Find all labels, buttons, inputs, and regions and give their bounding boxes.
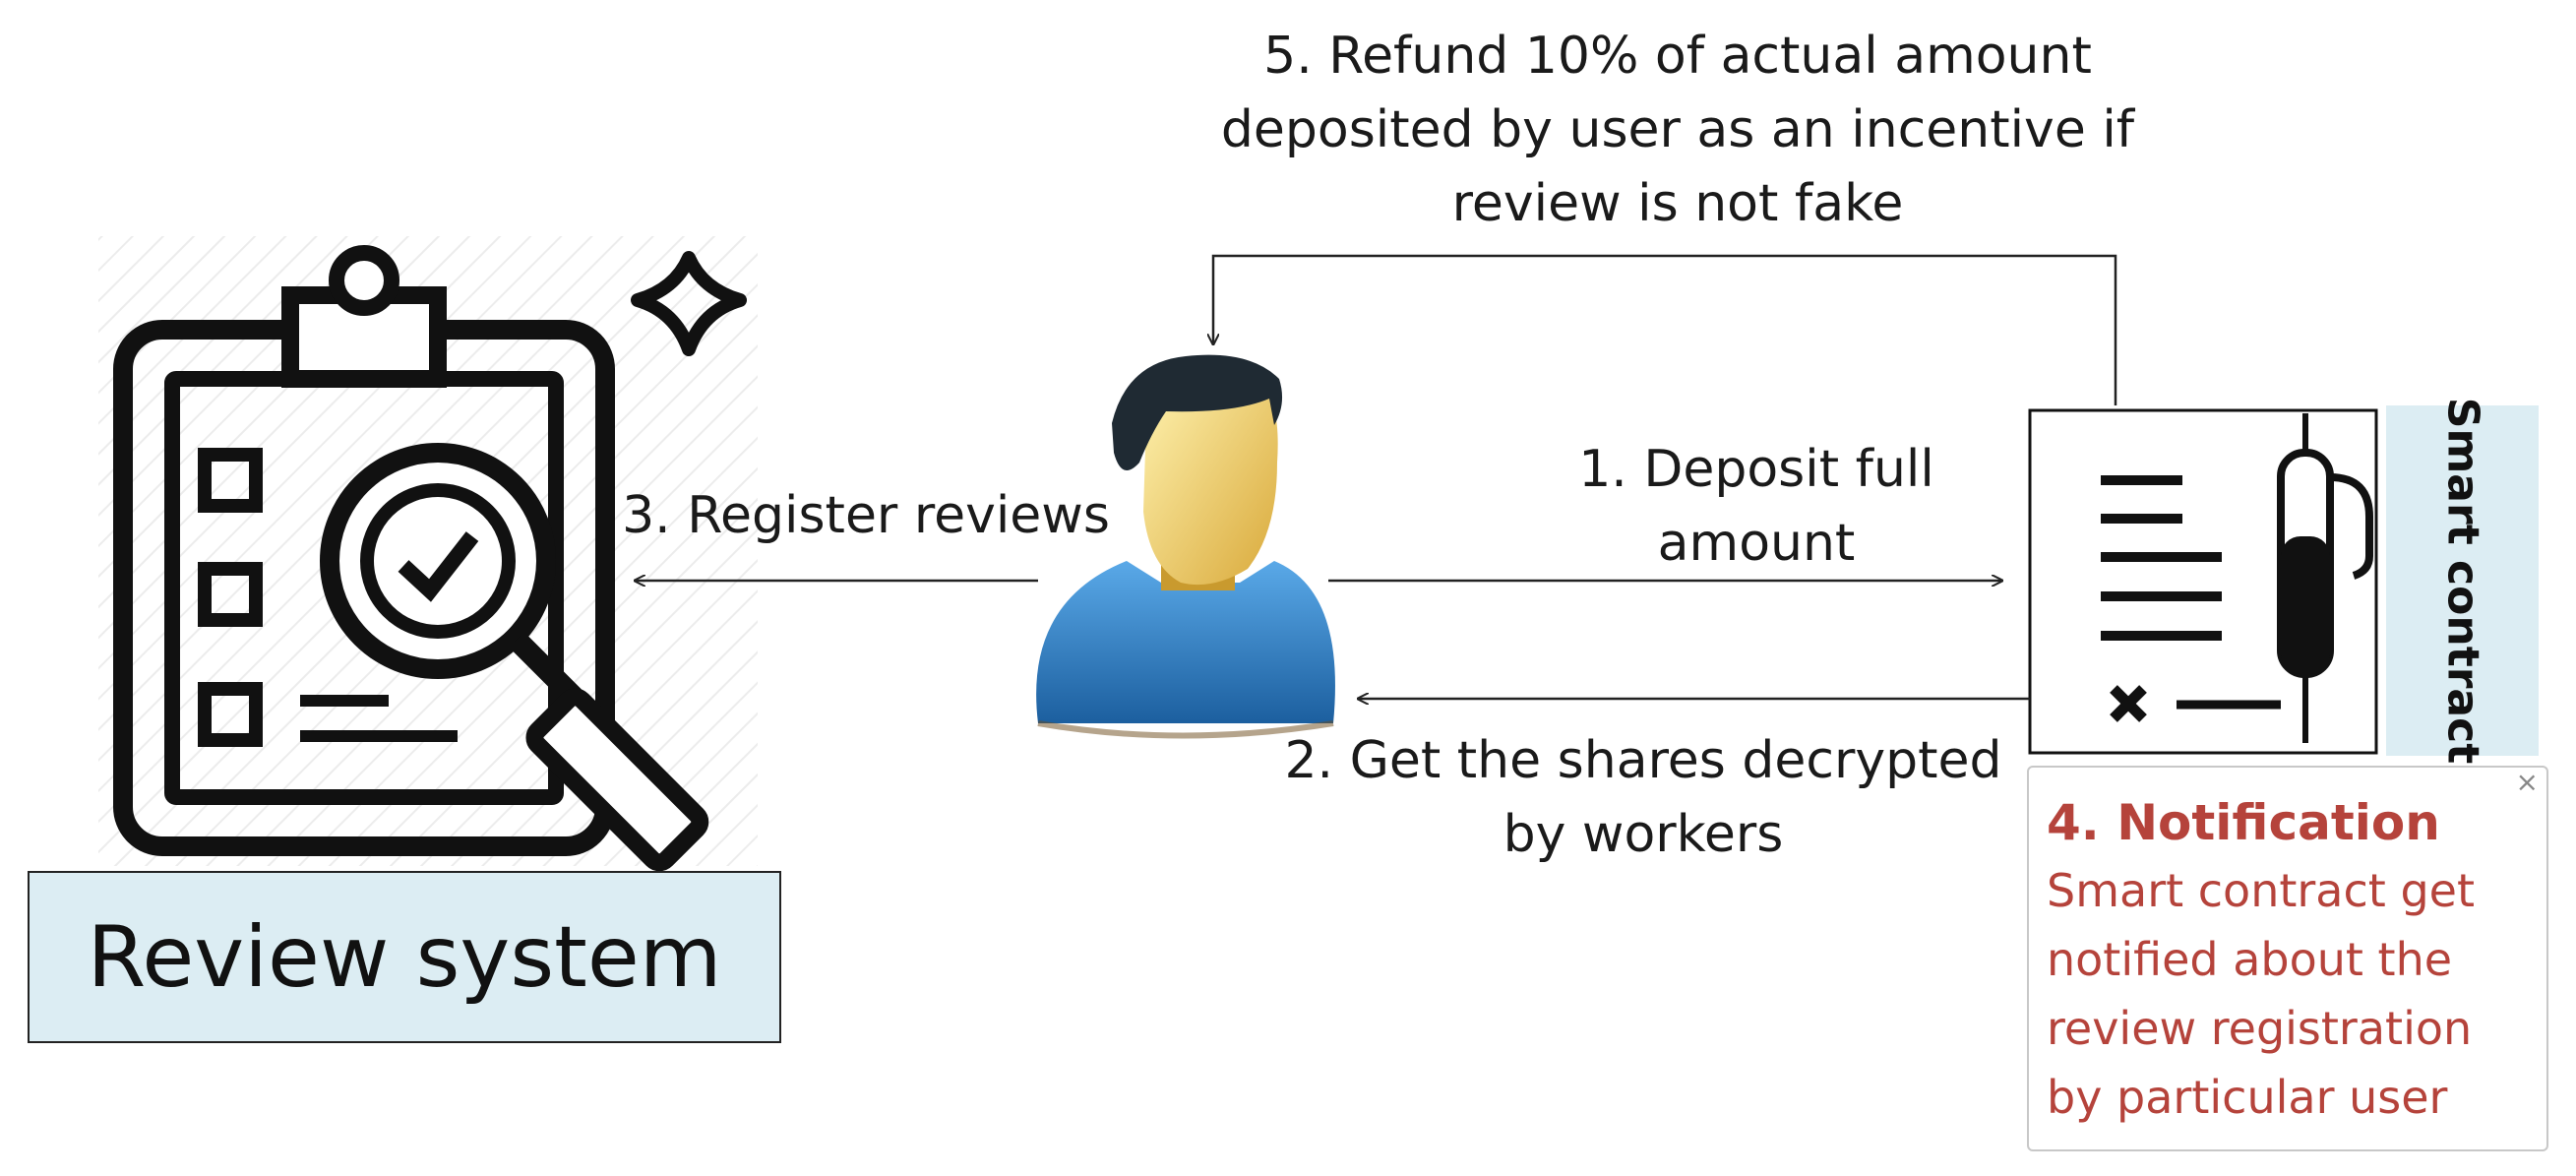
deposit-label-line: 1. Deposit full: [1578, 440, 1934, 499]
smart-contract-label: Smart contract: [2437, 397, 2487, 765]
notification-body: Smart contract get notified about the re…: [2047, 856, 2533, 1132]
notification-popup: × 4. Notification Smart contract get not…: [2027, 766, 2548, 1151]
notification-line: notified about the: [2047, 933, 2453, 986]
notification-title: 4. Notification: [2047, 794, 2440, 851]
refund-label-line: review is not fake: [1451, 174, 1904, 233]
refund-label-line: deposited by user as an incentive if: [1220, 100, 2135, 159]
deposit-label-line: amount: [1657, 514, 1856, 573]
notification-line: by particular user: [2047, 1071, 2448, 1124]
notification-line: review registration: [2047, 1002, 2473, 1055]
refund-label-line: 5. Refund 10% of actual amount: [1263, 27, 2092, 86]
clipboard-search-icon: [98, 236, 758, 872]
register-label: 3. Register reviews: [622, 486, 1110, 545]
review-system-label: Review system: [87, 907, 722, 1007]
deposit-label: 1. Deposit full amount: [1535, 433, 1978, 581]
user-avatar-icon: [1036, 354, 1335, 739]
notification-line: Smart contract get: [2047, 864, 2475, 917]
sparkle-icon: [631, 251, 747, 356]
smart-contract-tab: Smart contract: [2386, 398, 2539, 764]
refund-label: 5. Refund 10% of actual amount deposited…: [1176, 20, 2179, 241]
shares-label: 2. Get the shares decrypted by workers: [1269, 724, 2017, 872]
close-icon[interactable]: ×: [2515, 766, 2539, 798]
shares-label-line: by workers: [1503, 805, 1784, 864]
pen-icon: [2277, 413, 2373, 743]
review-system-box: Review system: [28, 871, 781, 1043]
refund-arrow: [1213, 254, 2117, 405]
shares-label-line: 2. Get the shares decrypted: [1284, 731, 2002, 790]
